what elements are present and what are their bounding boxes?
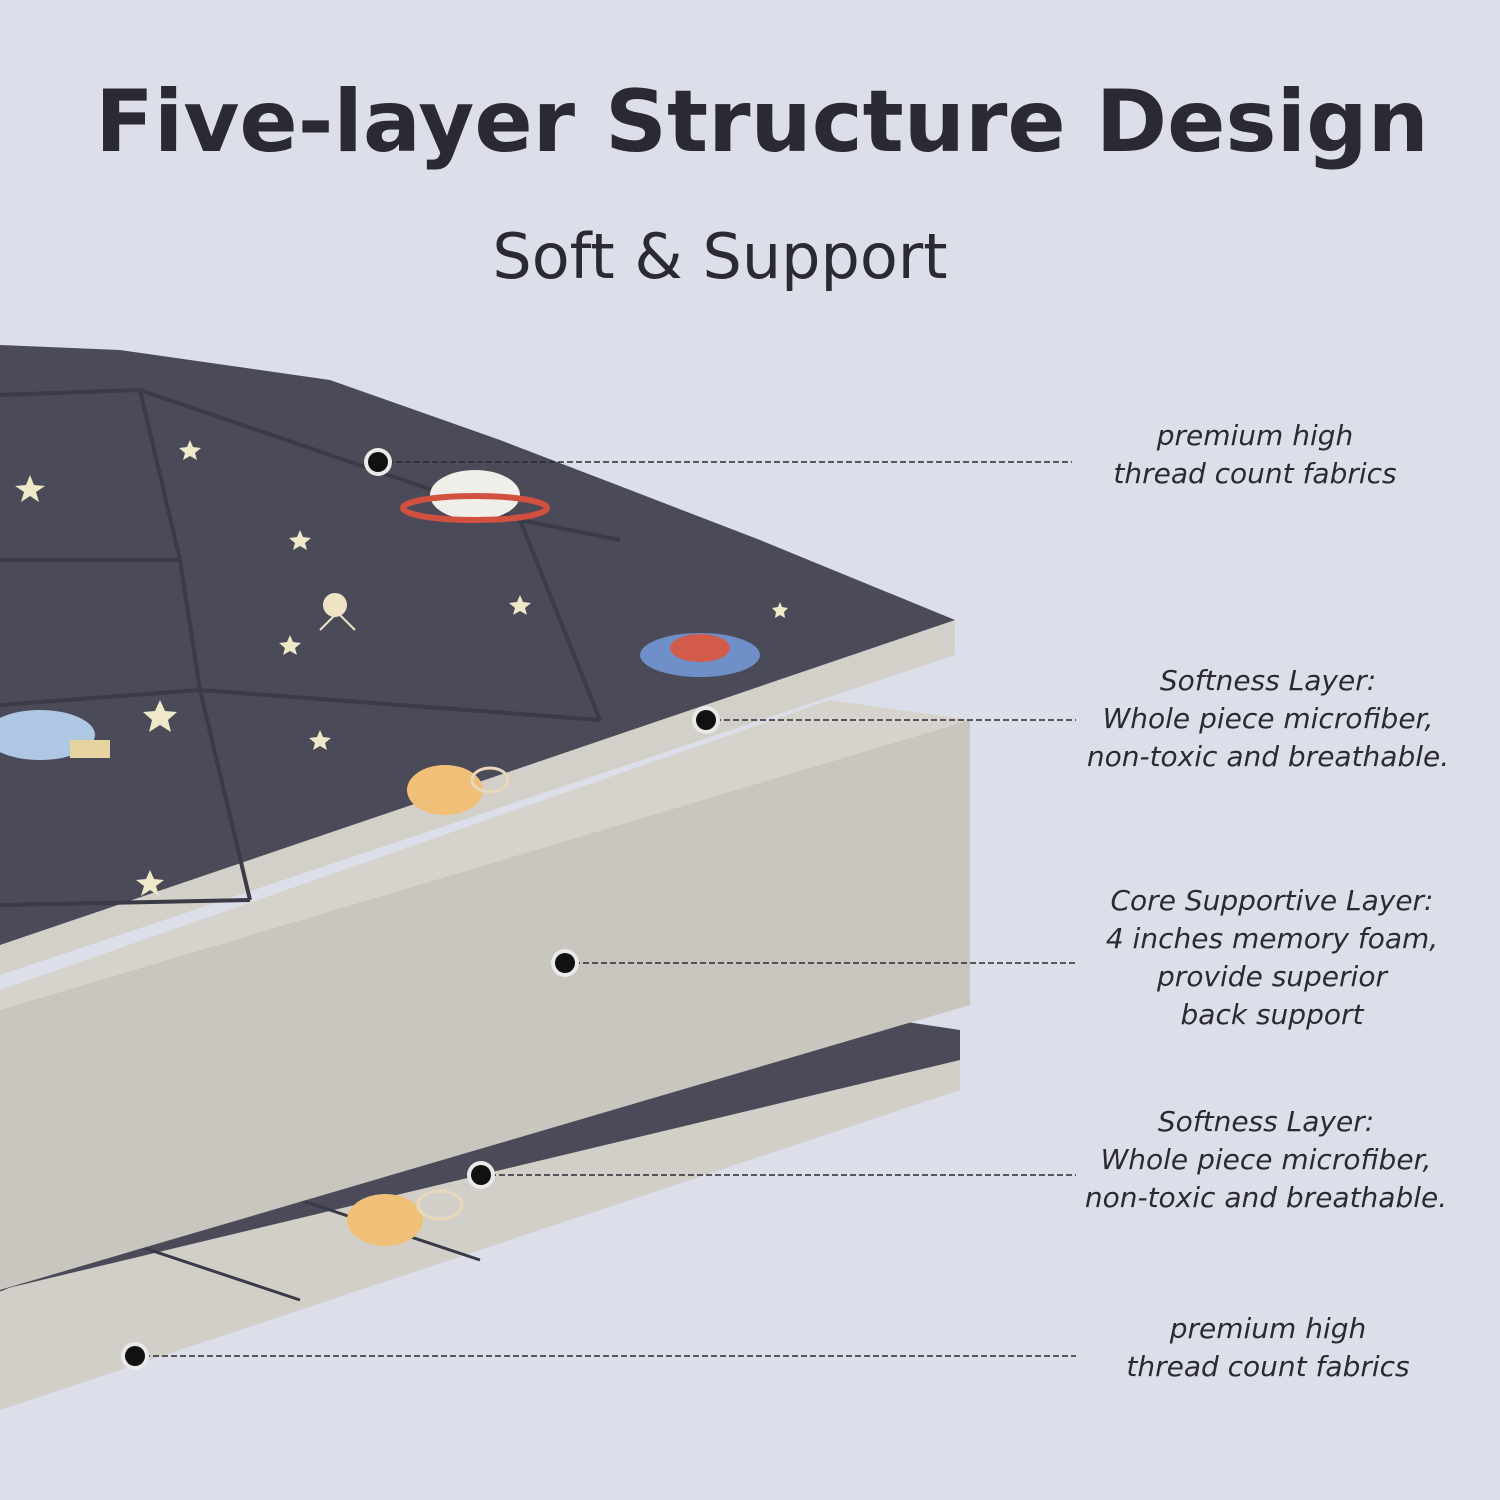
core-foam-front (0, 720, 970, 1290)
page-title: Five-layer Structure Design (95, 72, 1429, 172)
rocket-icon (640, 633, 760, 677)
bottom-layer-edge (0, 1060, 960, 1410)
star-icons (15, 440, 788, 896)
callout-top-fabric: premium high thread count fabrics (1113, 419, 1397, 490)
callout-markers (121, 448, 720, 1370)
satellite-icon (319, 593, 356, 631)
callout-core: Core Supportive Layer: 4 inches memory f… (1105, 884, 1439, 1031)
callout-top-softness: Softness Layer: Whole piece microfiber, … (1086, 664, 1450, 773)
top-fabric-layer (0, 345, 955, 945)
planet-bottom-icon (347, 1189, 464, 1246)
page-subtitle: Soft & Support (492, 220, 948, 293)
planet-icon (400, 470, 550, 523)
core-foam-top (0, 700, 970, 1010)
callout-leaders (135, 461, 1076, 1357)
callout-bottom-fabric: premium high thread count fabrics (1126, 1312, 1410, 1383)
rocket-icon-left (0, 710, 110, 760)
planet-orange-icon (407, 765, 510, 815)
callout-bottom-softness: Softness Layer: Whole piece microfiber, … (1084, 1105, 1448, 1214)
